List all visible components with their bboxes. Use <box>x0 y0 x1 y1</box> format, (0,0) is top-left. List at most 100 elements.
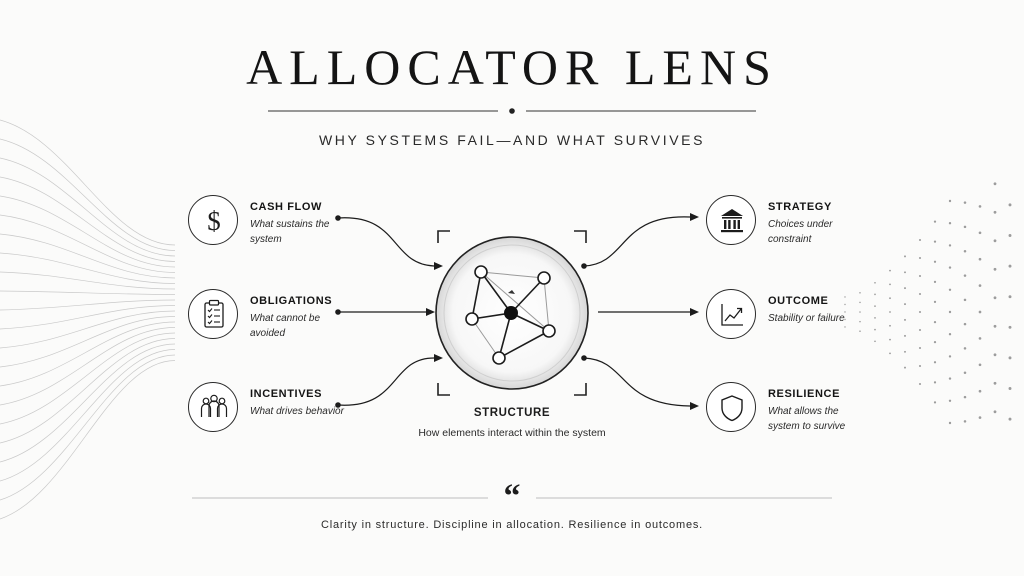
dot <box>993 267 997 271</box>
wave-line <box>0 310 176 349</box>
dot <box>978 416 982 419</box>
dot <box>904 255 906 258</box>
dot <box>918 364 922 368</box>
dot <box>978 337 982 340</box>
wave-line <box>0 305 176 330</box>
page-subtitle: WHY SYSTEMS FAIL—AND WHAT SURVIVES <box>318 132 706 148</box>
dot <box>948 244 952 247</box>
wave-line <box>0 195 176 268</box>
connector-incentives <box>337 357 435 406</box>
wave-line <box>0 354 176 501</box>
dot <box>889 269 891 272</box>
connector-cash-flow <box>337 217 435 267</box>
clipboard-checklist-icon <box>188 289 238 339</box>
shield-icon <box>706 382 756 432</box>
dot <box>963 298 967 302</box>
node-outcome-description: Stability or failure <box>768 313 845 324</box>
dot <box>918 292 922 296</box>
node-obligations-description: What cannot be avoided <box>250 313 321 339</box>
wave-line <box>0 138 176 251</box>
dot <box>933 260 937 263</box>
dot <box>874 317 876 319</box>
dot <box>1008 264 1012 268</box>
dot <box>844 318 846 321</box>
dot <box>904 303 906 306</box>
dot <box>874 340 876 343</box>
dot <box>1008 203 1012 207</box>
dot <box>889 324 891 327</box>
dot <box>859 330 861 332</box>
footer-tagline: Clarity in structure. Discipline in allo… <box>320 519 704 531</box>
trend-chart-icon <box>706 289 756 339</box>
dot <box>904 271 906 274</box>
connector-lines <box>337 216 691 407</box>
dot <box>948 199 952 203</box>
right-dot-field-decoration <box>844 182 1012 425</box>
node-resilience-label: RESILIENCE <box>768 388 841 400</box>
dot <box>948 399 952 402</box>
dot <box>859 292 861 294</box>
node-strategy-label: STRATEGY <box>768 201 832 213</box>
dot <box>978 310 982 314</box>
dot <box>993 239 997 243</box>
connector-strategy <box>583 216 691 267</box>
dot <box>1008 295 1012 299</box>
dot <box>918 382 922 386</box>
wave-line <box>0 360 176 520</box>
dot <box>874 328 876 331</box>
wave-line <box>0 338 176 444</box>
dot <box>963 322 967 326</box>
dot <box>1008 234 1012 237</box>
svg-text:$: $ <box>207 206 221 236</box>
dot <box>978 205 982 208</box>
dot <box>874 293 876 296</box>
dot <box>978 363 982 367</box>
dot <box>904 366 906 369</box>
dot <box>918 328 922 332</box>
wave-line <box>0 327 176 406</box>
dot <box>933 220 937 223</box>
dot <box>933 320 937 324</box>
wave-line <box>0 176 176 262</box>
dot <box>978 389 982 393</box>
node-cash-flow-description: What sustains the system <box>250 219 330 245</box>
wave-line <box>0 233 176 279</box>
institution-icon <box>706 195 756 245</box>
dot <box>918 346 922 350</box>
dot <box>889 283 891 286</box>
title-rule-dot <box>509 108 515 114</box>
dot <box>904 318 906 321</box>
dot <box>993 381 997 385</box>
dot <box>963 201 967 204</box>
dot <box>859 320 861 323</box>
node-incentives-description: What drives behavior <box>250 406 344 417</box>
quote-icon: “ <box>503 478 521 515</box>
wave-line <box>0 316 176 368</box>
node-obligations-label: OBLIGATIONS <box>250 295 333 307</box>
dot <box>948 288 952 291</box>
wave-line <box>0 343 176 463</box>
dot <box>859 311 861 313</box>
connector-resilience <box>583 357 691 407</box>
node-outcome-label: OUTCOME <box>768 295 829 307</box>
wave-line <box>0 349 176 482</box>
dot <box>918 274 922 278</box>
dot <box>948 222 952 225</box>
dot <box>963 225 967 229</box>
people-group-icon <box>188 382 238 432</box>
wave-line <box>0 299 176 311</box>
dot <box>904 334 906 337</box>
dot <box>918 238 922 242</box>
dot <box>993 182 997 186</box>
dot <box>904 287 906 290</box>
node-strategy-description: Choices under constraint <box>768 219 833 245</box>
focus-brackets <box>437 230 587 396</box>
dot <box>933 300 937 304</box>
dot <box>948 421 952 425</box>
dot <box>963 274 967 277</box>
dot <box>874 281 876 284</box>
dot <box>844 326 846 328</box>
dot <box>1008 325 1012 329</box>
dot <box>933 401 937 404</box>
node-incentives-label: INCENTIVES <box>250 388 323 400</box>
